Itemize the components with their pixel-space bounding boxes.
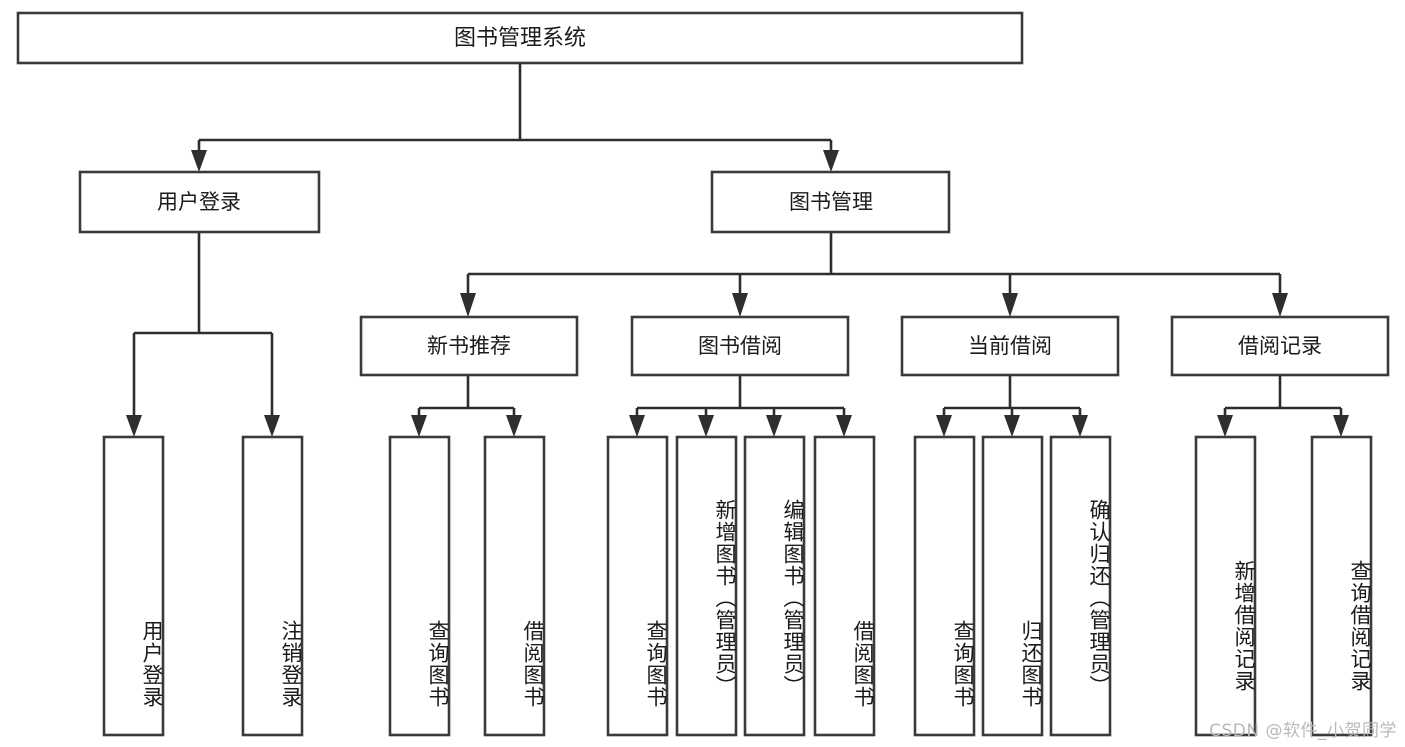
node-current-borrow[interactable]: 当前借阅 [900, 315, 1120, 377]
node-user-login[interactable]: 用户登录 [78, 170, 321, 234]
node-root-system[interactable]: 图书管理系统 [16, 11, 1024, 65]
node-box-borrow-records[interactable] [1170, 315, 1390, 377]
arrow-icon-new-book-leaf-2 [506, 415, 522, 437]
node-label-root-system: 图书管理系统 [454, 26, 586, 51]
node-label-book-manage: 图书管理 [789, 190, 873, 214]
node-box-leaf-user-login-2[interactable] [241, 435, 304, 737]
connector-group-current-borrow [936, 375, 1088, 437]
node-new-book-recommend[interactable]: 新书推荐 [359, 315, 579, 377]
arrow-icon-book-borrow-leaf-2 [698, 415, 714, 437]
arrow-icon-borrow-records-leaf-2 [1333, 415, 1349, 437]
node-box-leaf-book-borrow-1[interactable] [606, 435, 669, 737]
arrow-icon-current-borrow-leaf-1 [936, 415, 952, 437]
node-box-leaf-current-borrow-2[interactable] [981, 435, 1044, 737]
node-box-root-system[interactable] [16, 11, 1024, 65]
node-box-new-book-recommend[interactable] [359, 315, 579, 377]
arrow-icon-user-login-leaf-2 [264, 415, 280, 437]
node-box-leaf-book-borrow-3[interactable] [743, 435, 806, 737]
node-box-leaf-borrow-records-1[interactable] [1194, 435, 1257, 737]
node-box-book-manage[interactable] [710, 170, 951, 234]
arrow-icon-book-borrow-leaf-4 [836, 415, 852, 437]
arrow-icon-root-to-book-manage [823, 150, 839, 172]
node-book-manage[interactable]: 图书管理 [710, 170, 951, 234]
watermark-text: CSDN @软件_小贺同学 [1209, 721, 1397, 741]
connector-group-user-login [126, 232, 280, 437]
node-box-leaf-borrow-records-2[interactable] [1310, 435, 1373, 737]
arrow-icon-book-manage-to-current [1002, 293, 1018, 317]
arrow-icon-root-to-user-login [191, 150, 207, 172]
node-book-borrow[interactable]: 图书借阅 [630, 315, 850, 377]
arrow-icon-current-borrow-leaf-3 [1072, 415, 1088, 437]
arrow-icon-book-manage-to-records [1272, 293, 1288, 317]
node-box-user-login[interactable] [78, 170, 321, 234]
node-label-borrow-records: 借阅记录 [1238, 334, 1322, 358]
connector-group-borrow-records [1217, 375, 1349, 437]
connector-group-book-manage [460, 232, 1288, 317]
connector-group-root [191, 63, 839, 172]
arrow-icon-user-login-leaf-1 [126, 415, 142, 437]
arrow-icon-borrow-records-leaf-1 [1217, 415, 1233, 437]
node-borrow-records[interactable]: 借阅记录 [1170, 315, 1390, 377]
node-box-current-borrow[interactable] [900, 315, 1120, 377]
node-label-user-login: 用户登录 [157, 190, 241, 214]
node-box-leaf-book-borrow-2[interactable] [675, 435, 738, 737]
node-box-leaf-book-borrow-4[interactable] [813, 435, 876, 737]
node-box-leaf-new-book-2[interactable] [483, 435, 546, 737]
node-label-book-borrow: 图书借阅 [698, 334, 782, 358]
node-box-leaf-new-book-1[interactable] [388, 435, 451, 737]
arrow-icon-book-borrow-leaf-1 [629, 415, 645, 437]
connector-group-new-book [411, 375, 522, 437]
arrow-icon-book-manage-to-borrow [732, 293, 748, 317]
arrow-icon-new-book-leaf-1 [411, 415, 427, 437]
node-label-new-book-recommend: 新书推荐 [427, 334, 511, 358]
arrow-icon-current-borrow-leaf-2 [1004, 415, 1020, 437]
node-box-leaf-current-borrow-1[interactable] [913, 435, 976, 737]
leaf-box-group [102, 435, 1373, 737]
arrow-icon-book-borrow-leaf-3 [766, 415, 782, 437]
node-box-book-borrow[interactable] [630, 315, 850, 377]
connector-group-book-borrow [629, 375, 852, 437]
node-label-current-borrow: 当前借阅 [968, 334, 1052, 358]
node-box-leaf-user-login-1[interactable] [102, 435, 165, 737]
node-box-leaf-current-borrow-3[interactable] [1049, 435, 1112, 737]
arrow-icon-book-manage-to-new-book [460, 293, 476, 317]
